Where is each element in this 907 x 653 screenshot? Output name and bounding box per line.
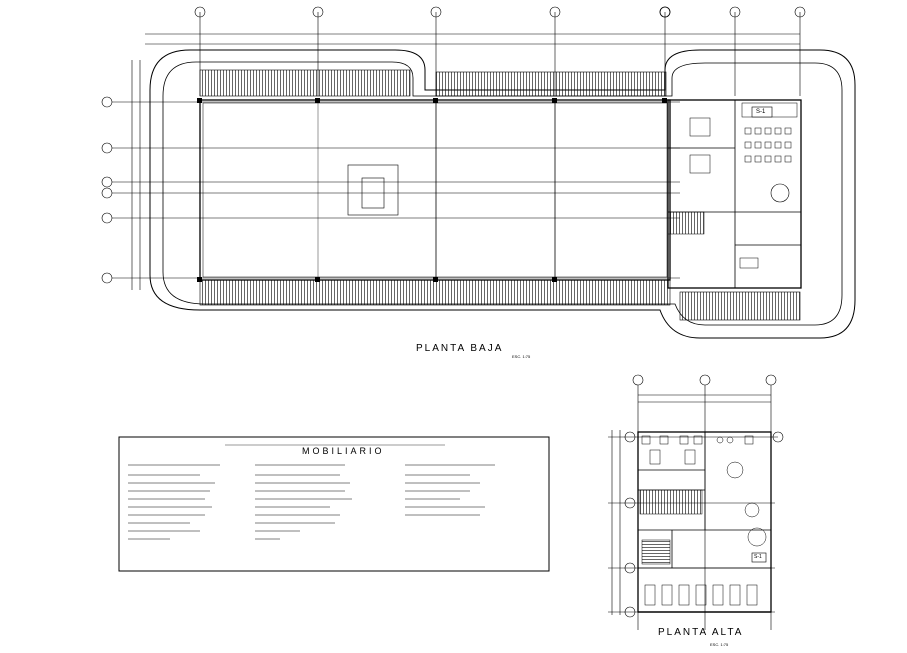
mobiliario-title: MOBILIARIO [302,446,385,456]
planta-alta-title: PLANTA ALTA [658,627,744,638]
ground-floor-plan [101,6,856,339]
mobiliario-legend [118,436,550,572]
tile-tag-s1-ground [751,106,773,118]
upper-floor-plan [608,374,784,630]
tile-tag-s1-upper [751,552,767,563]
grid-axis-left [101,60,680,290]
tile-label-s1-upper: S-1 [754,554,762,560]
planta-alta-scale: ESC. 1:75 [710,642,729,647]
planta-baja-title: PLANTA BAJA [416,343,504,354]
planta-baja-scale: ESC. 1:75 [512,354,531,359]
tile-label-s1-ground: S-1 [756,109,766,115]
